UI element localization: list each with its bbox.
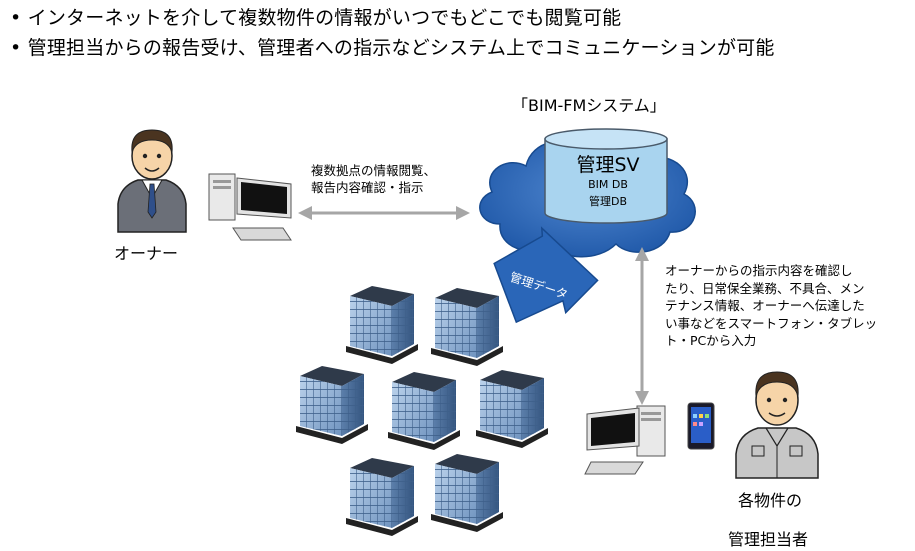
bullet-communication: • 管理担当からの報告受け、管理者への指示などシステム上でコミュニケーションが可… [10,37,775,59]
upload-data-arrow [493,226,599,324]
server-db-management: 管理DB [588,195,628,208]
owner-flow-line2: 報告内容確認・指示 [311,180,424,195]
manager-label-line2: 管理担当者 [728,530,809,549]
manager-pc-icon [584,405,666,475]
owner-label: オーナー [114,244,179,263]
buildings-icon [296,286,548,536]
manager-note-line5: ト・PCから入力 [665,333,757,348]
manager-note-line3: テナンス情報、オーナーへ伝達した [665,298,865,313]
system-title: 「BIM-FMシステム」 [512,96,666,115]
manager-note-line2: たり、日常保全業務、不具合、メン [665,280,865,296]
owner-pc-icon [208,173,292,241]
bullet-internet-access: • インターネットを介して複数物件の情報がいつでもどこでも閲覧可能 [10,7,622,29]
manager-note-line4: い事などをスマートフォン・タブレッ [665,315,878,331]
owner-flow-line1: 複数拠点の情報閲覧、 [311,163,437,178]
smartphone-icon [687,402,715,450]
owner-system-arrow [298,206,470,220]
owner-person-icon [117,129,187,233]
server-db-bim: BIM DB [588,178,628,191]
manager-note: オーナーからの指示内容を確認し たり、日常保全業務、不具合、メン テナンス情報、… [665,262,877,350]
manager-label-line1: 各物件の [738,491,803,510]
owner-flow-text: 複数拠点の情報閲覧、 報告内容確認・指示 [311,162,436,196]
manager-person-icon [735,371,819,479]
manager-note-line1: オーナーからの指示内容を確認し [665,263,853,278]
server-cylinder-icon [544,128,668,224]
server-title: 管理SV [576,154,640,176]
system-manager-arrow [635,247,649,405]
